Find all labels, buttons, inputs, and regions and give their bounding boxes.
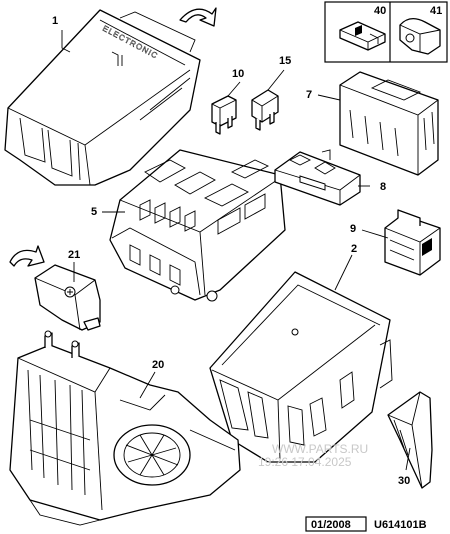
callout-8: 8 xyxy=(380,181,386,193)
curved-arrow-icon xyxy=(179,7,217,27)
footer-date-code: 01/2008 xyxy=(311,519,351,531)
part-7-module xyxy=(339,71,439,176)
callout-9: 9 xyxy=(350,223,356,235)
callout-15: 15 xyxy=(279,55,291,67)
part-30-bracket xyxy=(387,391,433,489)
part-2-lower-housing xyxy=(209,271,393,463)
callout-2: 2 xyxy=(351,243,357,255)
part-8-relay xyxy=(274,149,361,206)
part-40-clip xyxy=(339,21,386,51)
part-21-terminal-cover xyxy=(34,264,101,331)
inset-panel xyxy=(324,1,448,63)
part-41-clip xyxy=(399,18,441,55)
callout-20: 20 xyxy=(152,359,164,371)
part-15-fuse xyxy=(251,89,279,131)
callout-10: 10 xyxy=(232,68,244,80)
part-9-connector xyxy=(384,209,441,276)
callout-7: 7 xyxy=(306,89,312,101)
callout-41: 41 xyxy=(430,5,442,17)
watermark-timestamp: 19:26 17.04.2025 xyxy=(258,455,352,469)
callout-21: 21 xyxy=(68,249,80,261)
footer-reference: U614101B xyxy=(374,519,427,531)
curved-arrow-icon xyxy=(9,245,45,267)
callout-1: 1 xyxy=(52,15,58,27)
callout-30: 30 xyxy=(398,475,410,487)
callout-5: 5 xyxy=(91,206,97,218)
part-5-fuse-box xyxy=(109,149,286,302)
callout-40: 40 xyxy=(374,5,386,17)
part-20-base-tray xyxy=(9,330,241,526)
watermark-site: WWW.PARTS.RU xyxy=(272,442,368,456)
part-10-fuse xyxy=(211,95,237,135)
